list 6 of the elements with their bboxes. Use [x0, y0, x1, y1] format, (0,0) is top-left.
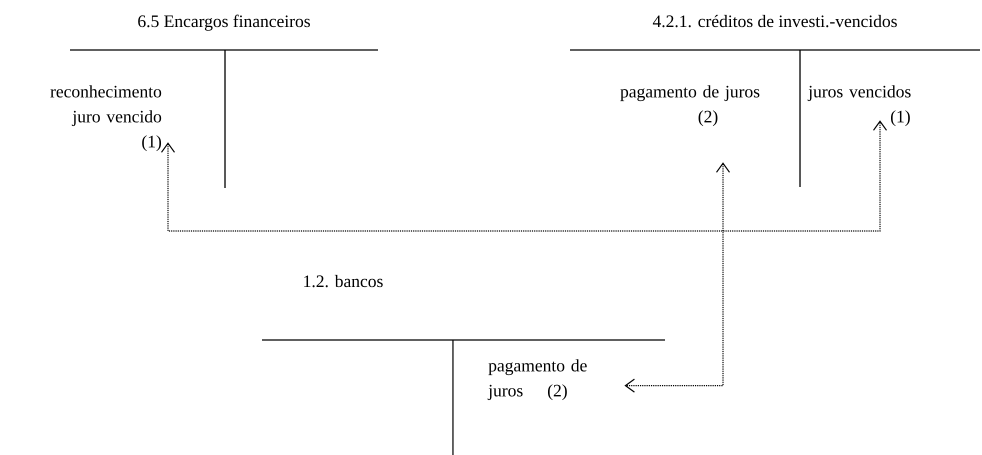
account-entry: pagamento de juros (2) [620, 85, 760, 126]
account-entry: juros vencidos (1) [808, 85, 911, 126]
account-entry: reconhecimento juro vencido (1) [50, 85, 162, 152]
connector-arrow [161, 120, 887, 232]
account-entry: pagamento de juros (2) [488, 359, 587, 400]
connector-arrow [624, 162, 730, 393]
